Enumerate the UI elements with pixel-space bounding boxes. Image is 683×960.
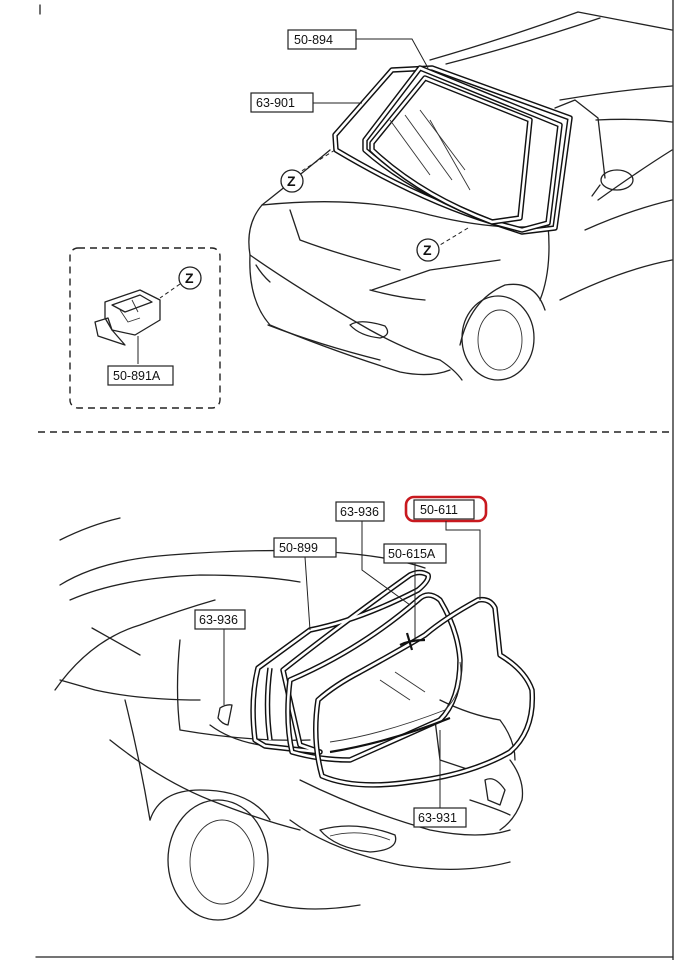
label-50-899: 50-899	[273, 537, 337, 631]
front-car-drawing	[248, 11, 673, 381]
svg-text:63-936: 63-936	[340, 505, 379, 519]
svg-text:Z: Z	[423, 242, 432, 258]
svg-text:Z: Z	[287, 173, 296, 189]
clip-detail: Z 50-891A	[69, 247, 221, 409]
rear-car-drawing	[54, 517, 524, 921]
svg-text:50-615A: 50-615A	[388, 547, 436, 561]
label-63-901: 63-901	[250, 92, 362, 113]
label-63-936-left: 63-936	[194, 609, 246, 705]
page-frame	[35, 0, 674, 960]
windshield-assembly	[332, 65, 573, 235]
label-63-936-top: 63-936	[335, 501, 411, 606]
svg-text:50-899: 50-899	[279, 541, 318, 555]
svg-text:50-611: 50-611	[420, 503, 458, 517]
label-50-611-highlighted: 50-611	[404, 495, 488, 600]
svg-text:63-931: 63-931	[418, 811, 457, 825]
svg-text:50-894: 50-894	[294, 33, 333, 47]
soft-top-seals	[217, 569, 536, 788]
label-50-894: 50-894	[287, 29, 429, 69]
z-marker-1: Z	[280, 149, 336, 193]
label-63-931: 63-931	[413, 730, 467, 828]
z-marker-2: Z	[416, 227, 469, 262]
svg-text:50-891A: 50-891A	[113, 369, 161, 383]
svg-text:63-901: 63-901	[256, 96, 295, 110]
svg-text:63-936: 63-936	[199, 613, 238, 627]
label-50-615A: 50-615A	[383, 543, 447, 640]
svg-text:Z: Z	[185, 270, 194, 286]
